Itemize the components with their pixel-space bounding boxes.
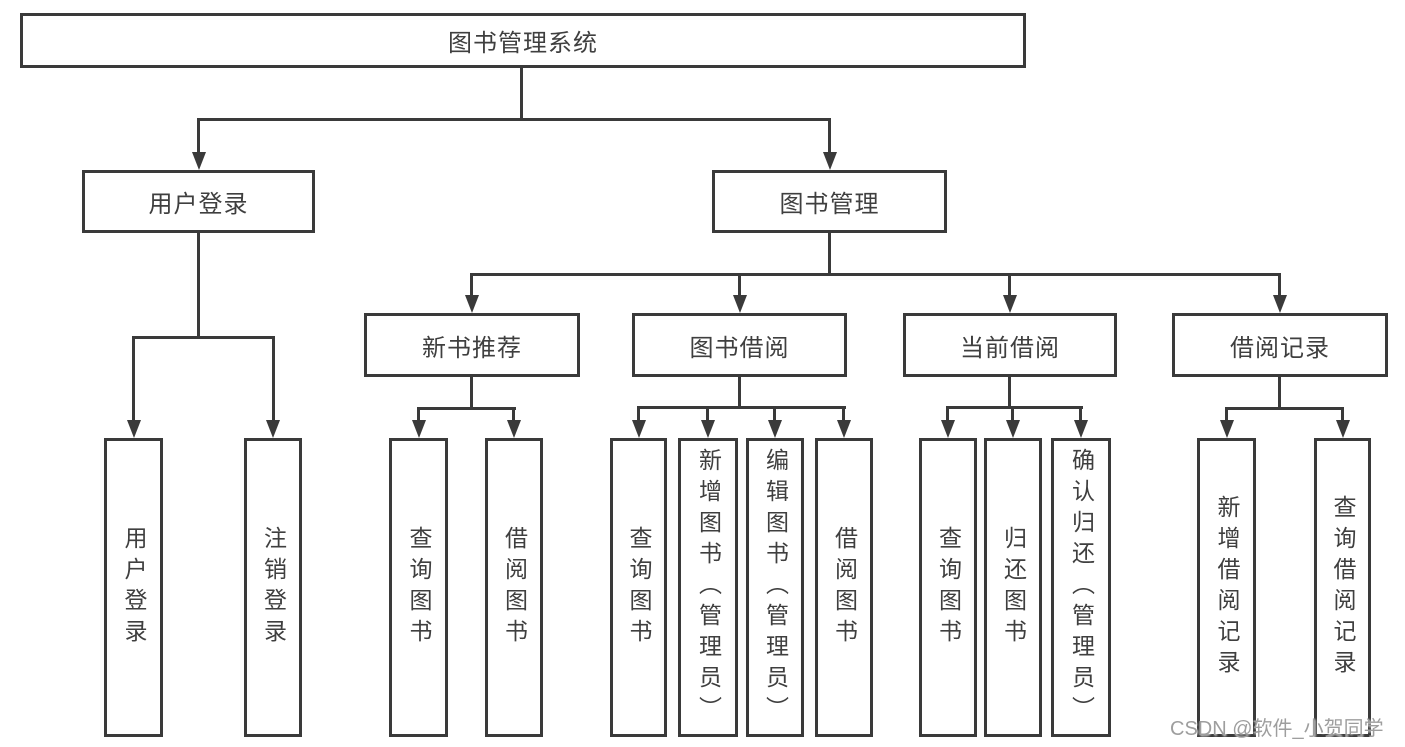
connector-line: [1225, 407, 1228, 421]
node-label: 借阅记录: [1230, 334, 1330, 362]
connector-line: [828, 233, 831, 273]
leaf-edit-book-admin: 编辑图书（管理员）: [746, 438, 804, 737]
connector-line: [1278, 273, 1281, 296]
leaf-confirm-return-admin: 确认归还（管理员）: [1051, 438, 1111, 737]
node-new-book-recommend: 新书推荐: [364, 313, 580, 377]
connector-line: [1008, 377, 1011, 406]
connector-line: [197, 233, 200, 336]
node-label: 图书管理系统: [448, 30, 598, 57]
node-label: 借阅图书: [831, 525, 858, 650]
connector-line: [738, 377, 741, 406]
node-label: 注销登录: [260, 525, 287, 650]
leaf-user-login: 用户登录: [104, 438, 163, 737]
node-label: 编辑图书（管理员）: [762, 448, 789, 727]
connector-line: [132, 336, 274, 339]
connector-line: [1278, 377, 1281, 407]
node-label: 确认归还（管理员）: [1068, 448, 1095, 727]
node-user-login: 用户登录: [82, 170, 315, 233]
leaf-add-borrow-record: 新增借阅记录: [1197, 438, 1256, 737]
node-label: 借阅图书: [501, 525, 528, 650]
connector-line: [1079, 406, 1082, 421]
arrow-down-icon: [632, 420, 646, 438]
node-current-borrow: 当前借阅: [903, 313, 1117, 377]
connector-line: [637, 406, 640, 421]
connector-line: [1341, 407, 1344, 421]
connector-line: [706, 406, 709, 421]
connector-line: [738, 273, 741, 296]
connector-line: [1008, 273, 1011, 296]
arrow-down-icon: [1003, 295, 1017, 313]
node-label: 新增图书（管理员）: [695, 448, 722, 727]
leaf-return-book: 归还图书: [984, 438, 1042, 737]
arrow-down-icon: [266, 420, 280, 438]
node-label: 新书推荐: [422, 334, 522, 362]
arrow-down-icon: [1273, 295, 1287, 313]
arrow-down-icon: [1220, 420, 1234, 438]
node-label: 用户登录: [148, 191, 249, 218]
connector-line: [773, 406, 776, 421]
node-root: 图书管理系统: [20, 13, 1026, 68]
arrow-down-icon: [1336, 420, 1350, 438]
connector-line: [198, 118, 831, 121]
arrow-down-icon: [1074, 420, 1088, 438]
node-label: 用户登录: [121, 525, 147, 650]
node-book-borrow: 图书借阅: [632, 313, 847, 377]
node-label: 新增借阅记录: [1214, 494, 1240, 681]
connector-line: [637, 406, 846, 409]
arrow-down-icon: [701, 420, 715, 438]
watermark: CSDN @软件_小贺同学: [1170, 718, 1384, 740]
leaf-borrow-books-recommend: 借阅图书: [485, 438, 543, 737]
leaf-query-borrow-record: 查询借阅记录: [1314, 438, 1371, 737]
connector-line: [842, 406, 845, 421]
connector-line: [471, 273, 1281, 276]
node-label: 查询图书: [406, 525, 432, 650]
connector-line: [417, 407, 516, 410]
arrow-down-icon: [837, 420, 851, 438]
arrow-down-icon: [768, 420, 782, 438]
connector-line: [946, 406, 949, 421]
node-label: 查询图书: [626, 525, 652, 650]
node-borrow-records: 借阅记录: [1172, 313, 1388, 377]
connector-line: [417, 407, 420, 421]
node-book-management: 图书管理: [712, 170, 947, 233]
node-label: 当前借阅: [960, 334, 1060, 362]
leaf-logout: 注销登录: [244, 438, 302, 737]
arrow-down-icon: [127, 420, 141, 438]
connector-line: [470, 377, 473, 407]
connector-line: [1011, 406, 1014, 421]
leaf-borrow-books: 借阅图书: [815, 438, 873, 737]
arrow-down-icon: [941, 420, 955, 438]
connector-line: [470, 273, 473, 296]
arrow-down-icon: [823, 152, 837, 170]
connector-line: [132, 336, 135, 421]
connector-line: [828, 118, 831, 153]
arrow-down-icon: [192, 152, 206, 170]
connector-line: [946, 406, 1083, 409]
leaf-query-books-borrow: 查询图书: [610, 438, 667, 737]
connector-line: [520, 68, 523, 118]
arrow-down-icon: [1006, 420, 1020, 438]
leaf-add-book-admin: 新增图书（管理员）: [678, 438, 738, 737]
node-label: 查询图书: [935, 525, 962, 650]
leaf-query-books-current: 查询图书: [919, 438, 977, 737]
arrow-down-icon: [507, 420, 521, 438]
arrow-down-icon: [733, 295, 747, 313]
node-label: 归还图书: [1000, 525, 1027, 650]
arrow-down-icon: [412, 420, 426, 438]
node-label: 查询借阅记录: [1330, 494, 1356, 681]
connector-line: [512, 407, 515, 421]
node-label: 图书借阅: [689, 334, 790, 362]
connector-line: [1225, 407, 1344, 410]
connector-line: [197, 118, 200, 153]
connector-line: [272, 336, 275, 421]
node-label: 图书管理: [779, 191, 880, 218]
leaf-query-books-recommend: 查询图书: [389, 438, 448, 737]
arrow-down-icon: [465, 295, 479, 313]
